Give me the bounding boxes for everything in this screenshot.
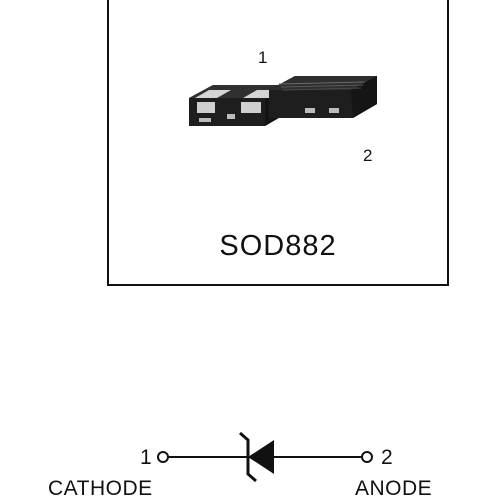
diode-triangle [248,440,274,474]
symbol-pin2-number: 2 [381,446,394,469]
package-pin2-label: 2 [363,146,373,165]
cathode-label: CATHODE [48,477,153,500]
anode-label: ANODE [355,477,433,500]
symbol-pin1-number: 1 [140,446,153,469]
package-outline-box: 1 2 SOD882 [107,0,449,286]
package-name-label: SOD882 [219,230,337,262]
pin1-terminal-circle [157,451,169,463]
package-3d-illustrations [189,76,377,126]
pin2-terminal-circle [361,451,373,463]
package-top-view-image [269,76,377,118]
package-pin1-label: 1 [258,48,268,67]
